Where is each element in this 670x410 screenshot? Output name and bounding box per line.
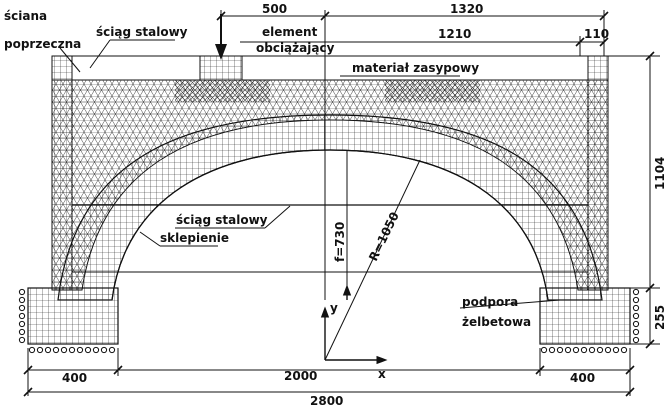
label-sciana-line2: poprzeczna bbox=[4, 37, 81, 51]
support-pin-icon bbox=[632, 328, 640, 336]
dim-500: 500 bbox=[262, 2, 287, 16]
support-pin-icon bbox=[632, 296, 640, 304]
support-pin-icon bbox=[60, 346, 68, 354]
label-podpora-line1: podpora bbox=[462, 295, 518, 309]
label-sciag-top: ściąg stalowy bbox=[96, 25, 188, 39]
top-steel-tie bbox=[71, 55, 589, 81]
support-pin-icon bbox=[632, 288, 640, 296]
label-sklepienie: sklepienie bbox=[160, 231, 229, 245]
support-pin-icon bbox=[18, 304, 26, 312]
support-pin-icon bbox=[28, 346, 36, 354]
support-pin-icon bbox=[18, 320, 26, 328]
support-pin-icon bbox=[572, 346, 580, 354]
label-sciag-mid: ściąg stalowy bbox=[176, 213, 268, 227]
dim-1104: 1104 bbox=[653, 157, 667, 190]
support-pin-icon bbox=[44, 346, 52, 354]
label-axis-y: y bbox=[330, 301, 338, 315]
support-pin-icon bbox=[632, 320, 640, 328]
dimension-lines bbox=[27, 10, 660, 396]
label-podpora-line2: żelbetowa bbox=[462, 315, 531, 329]
label-axis-x: x bbox=[378, 367, 386, 381]
dim-1320: 1320 bbox=[450, 2, 483, 16]
label-element-line2: obciążający bbox=[256, 41, 335, 55]
support-pin-icon bbox=[76, 346, 84, 354]
support-pin-icon bbox=[108, 346, 116, 354]
support-pin-icon bbox=[548, 346, 556, 354]
support-pin-icon bbox=[52, 346, 60, 354]
dim-255: 255 bbox=[653, 305, 667, 330]
support-pin-icon bbox=[18, 288, 26, 296]
loading-element bbox=[199, 55, 243, 81]
dim-400-left: 400 bbox=[62, 371, 87, 385]
dimension-values: 500 1320 1210 110 1104 255 400 2000 400 … bbox=[62, 2, 667, 408]
support-pin-icon bbox=[84, 346, 92, 354]
support-pin-icon bbox=[18, 328, 26, 336]
label-material: materiał zasypowy bbox=[352, 61, 479, 75]
arch-intrados bbox=[111, 149, 549, 301]
support-pin-icon bbox=[68, 346, 76, 354]
support-pin-icon bbox=[632, 336, 640, 344]
dim-400-right: 400 bbox=[570, 371, 595, 385]
support-pin-icon bbox=[564, 346, 572, 354]
right-support bbox=[539, 287, 631, 345]
support-pin-icon bbox=[604, 346, 612, 354]
support-pin-icon bbox=[18, 312, 26, 320]
support-pins bbox=[18, 288, 640, 354]
support-pin-icon bbox=[556, 346, 564, 354]
left-support bbox=[27, 287, 119, 345]
label-rise: f=730 bbox=[333, 222, 347, 262]
dim-2000: 2000 bbox=[284, 369, 317, 383]
label-element-line1: element bbox=[262, 25, 318, 39]
support-pin-icon bbox=[596, 346, 604, 354]
support-pin-icon bbox=[100, 346, 108, 354]
coordinate-axes bbox=[320, 284, 388, 365]
dim-1210: 1210 bbox=[438, 27, 471, 41]
dense-zone-left bbox=[175, 80, 270, 102]
support-pin-icon bbox=[612, 346, 620, 354]
support-pin-icon bbox=[92, 346, 100, 354]
support-pin-icon bbox=[620, 346, 628, 354]
support-pin-icon bbox=[540, 346, 548, 354]
label-radius: R=1050 bbox=[366, 210, 402, 264]
dense-zone-right bbox=[385, 80, 480, 102]
support-pin-icon bbox=[588, 346, 596, 354]
structure bbox=[27, 55, 631, 345]
support-pin-icon bbox=[580, 346, 588, 354]
label-sciana-line1: ściana bbox=[4, 9, 47, 23]
support-pin-icon bbox=[36, 346, 44, 354]
dim-110: 110 bbox=[584, 27, 609, 41]
support-pin-icon bbox=[632, 304, 640, 312]
support-pin-icon bbox=[18, 296, 26, 304]
support-pin-icon bbox=[18, 336, 26, 344]
support-pin-icon bbox=[632, 312, 640, 320]
dim-2800: 2800 bbox=[310, 394, 343, 408]
